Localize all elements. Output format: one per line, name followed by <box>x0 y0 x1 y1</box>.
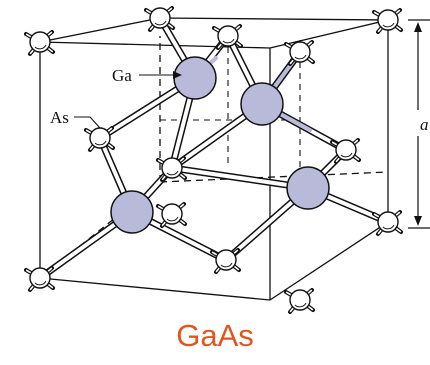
as-atom <box>156 156 187 182</box>
ga-atom <box>173 56 217 100</box>
as-label: As <box>50 108 69 127</box>
dimension-arrow-top <box>414 22 422 32</box>
as-atom <box>144 6 175 32</box>
as-atom <box>24 30 55 56</box>
as-atom <box>284 40 315 66</box>
as-atom <box>210 248 241 274</box>
as-atom <box>24 266 55 292</box>
dimension-label-background <box>410 110 430 136</box>
as-atoms <box>24 6 403 314</box>
ga-atom <box>110 190 154 234</box>
ga-pointer-arrowhead <box>173 71 182 79</box>
dimension-arrow-bottom <box>414 216 422 226</box>
ga-atom <box>240 82 284 126</box>
as-atom <box>372 210 403 236</box>
ga-atom <box>286 166 330 210</box>
compound-title: GaAs <box>176 318 254 353</box>
as-atom <box>284 288 315 314</box>
as-atom <box>330 138 361 164</box>
lattice-constant-label: a <box>420 115 429 134</box>
as-atom <box>372 8 403 34</box>
as-atom <box>84 126 115 152</box>
label-leaders <box>74 74 176 129</box>
ga-atoms <box>110 56 330 234</box>
ga-label: Ga <box>112 66 132 85</box>
as-atom <box>156 202 187 228</box>
as-atom <box>212 24 243 50</box>
